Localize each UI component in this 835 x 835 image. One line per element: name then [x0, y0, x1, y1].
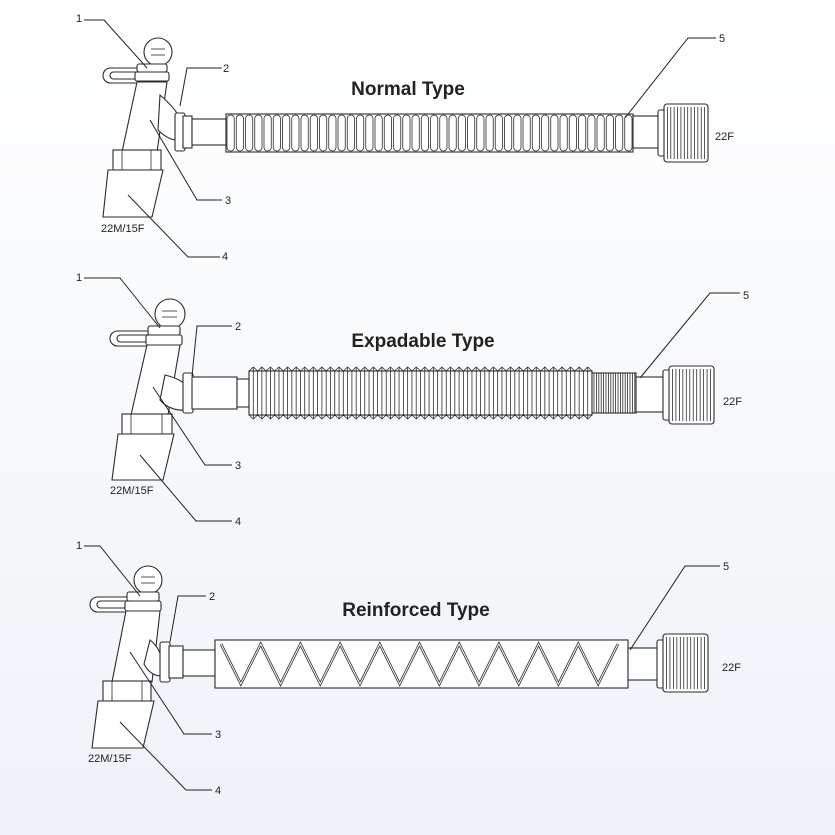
patient-connector — [102, 149, 164, 218]
callout-2: 2 — [235, 321, 241, 333]
callout-2: 2 — [223, 63, 229, 75]
end-connector-22f — [635, 365, 715, 425]
callout-1: 1 — [76, 272, 82, 284]
left-connector-label: 22M/15F — [88, 753, 132, 765]
diagram-title: Reinforced Type — [342, 600, 489, 621]
diagram-title: Normal Type — [351, 79, 465, 100]
patient-connector — [91, 680, 155, 749]
callout-2: 2 — [209, 591, 215, 603]
callout-5: 5 — [719, 33, 725, 45]
callout-3: 3 — [235, 460, 241, 472]
diagram-expandable-type: Expadable Type — [76, 272, 749, 528]
elbow-body — [111, 610, 216, 683]
connector-assembly — [109, 298, 238, 481]
diagram-reinforced-type: Reinforced Type — [76, 540, 741, 797]
swivel-cap — [102, 37, 173, 84]
callout-1: 1 — [76, 540, 82, 552]
elbow-body — [130, 344, 238, 416]
diagram-normal-type: Normal Type — [76, 13, 734, 263]
swivel-cap — [109, 298, 186, 347]
callout-1: 1 — [76, 13, 82, 25]
callout-4: 4 — [215, 785, 221, 797]
end-connector-22f — [632, 103, 709, 163]
elbow-body — [121, 81, 227, 153]
right-connector-label: 22F — [715, 131, 734, 143]
reinforced-spiral-tube — [214, 639, 629, 689]
swivel-cap — [89, 565, 163, 613]
connector-assembly — [89, 565, 216, 749]
callout-lines — [84, 277, 740, 522]
callout-5: 5 — [743, 290, 749, 302]
callout-4: 4 — [222, 251, 228, 263]
left-connector-label: 22M/15F — [110, 485, 154, 497]
patient-connector — [111, 413, 175, 481]
callout-4: 4 — [235, 516, 241, 528]
callout-lines — [84, 19, 716, 258]
callout-5: 5 — [723, 561, 729, 573]
diagram-title: Expadable Type — [351, 331, 494, 352]
callout-3: 3 — [215, 729, 221, 741]
right-connector-label: 22F — [722, 662, 741, 674]
normal-corrugated-tube — [225, 113, 634, 153]
callout-lines — [84, 545, 720, 791]
end-connector-22f — [627, 633, 709, 693]
connector-assembly — [102, 37, 227, 218]
callout-3: 3 — [225, 195, 231, 207]
expandable-pleated-tube — [236, 366, 637, 420]
left-connector-label: 22M/15F — [101, 223, 145, 235]
right-connector-label: 22F — [723, 396, 742, 408]
